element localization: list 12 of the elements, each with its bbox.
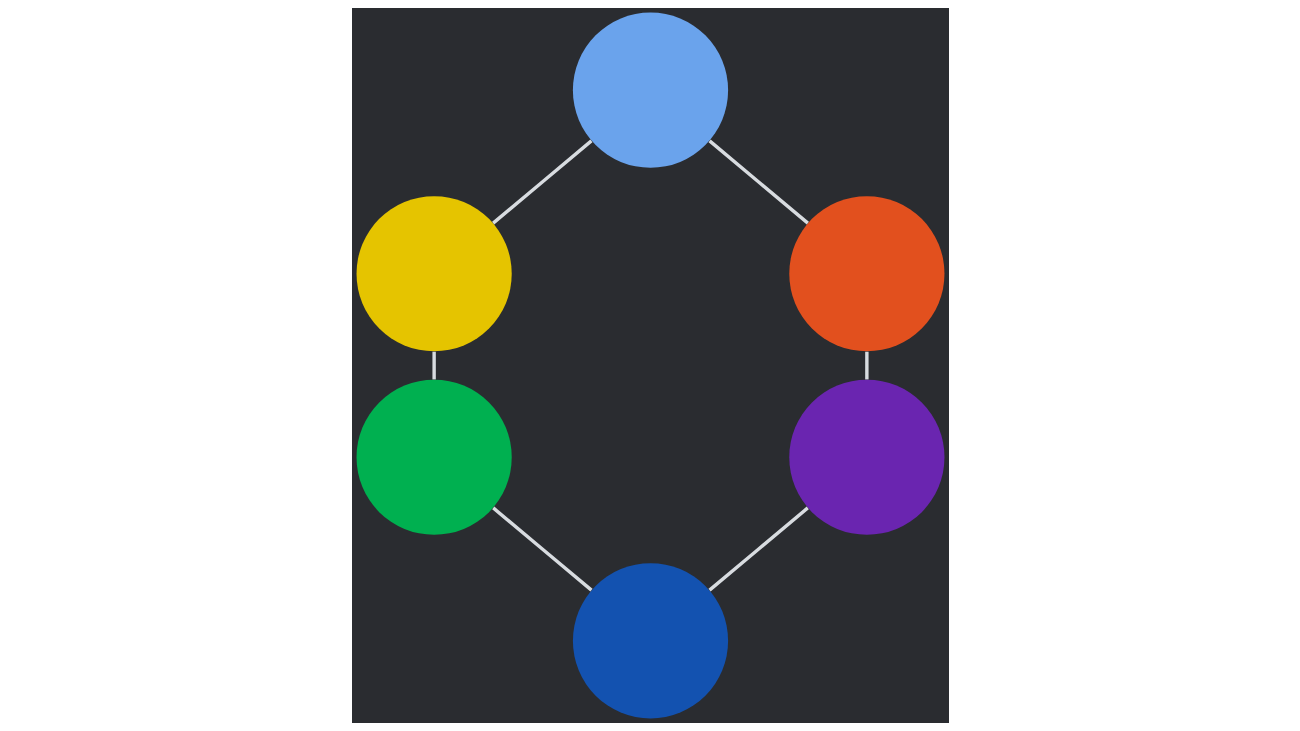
connector — [431, 351, 436, 380]
connector — [491, 139, 592, 225]
node-circle — [572, 12, 728, 168]
connector — [708, 139, 809, 225]
node-circle — [788, 379, 944, 535]
node-circle — [356, 379, 512, 535]
connector — [707, 506, 809, 592]
node-circle — [356, 196, 512, 352]
connector — [491, 506, 593, 592]
node-circle — [572, 563, 728, 719]
connector — [864, 351, 869, 380]
node-circle — [788, 196, 944, 352]
